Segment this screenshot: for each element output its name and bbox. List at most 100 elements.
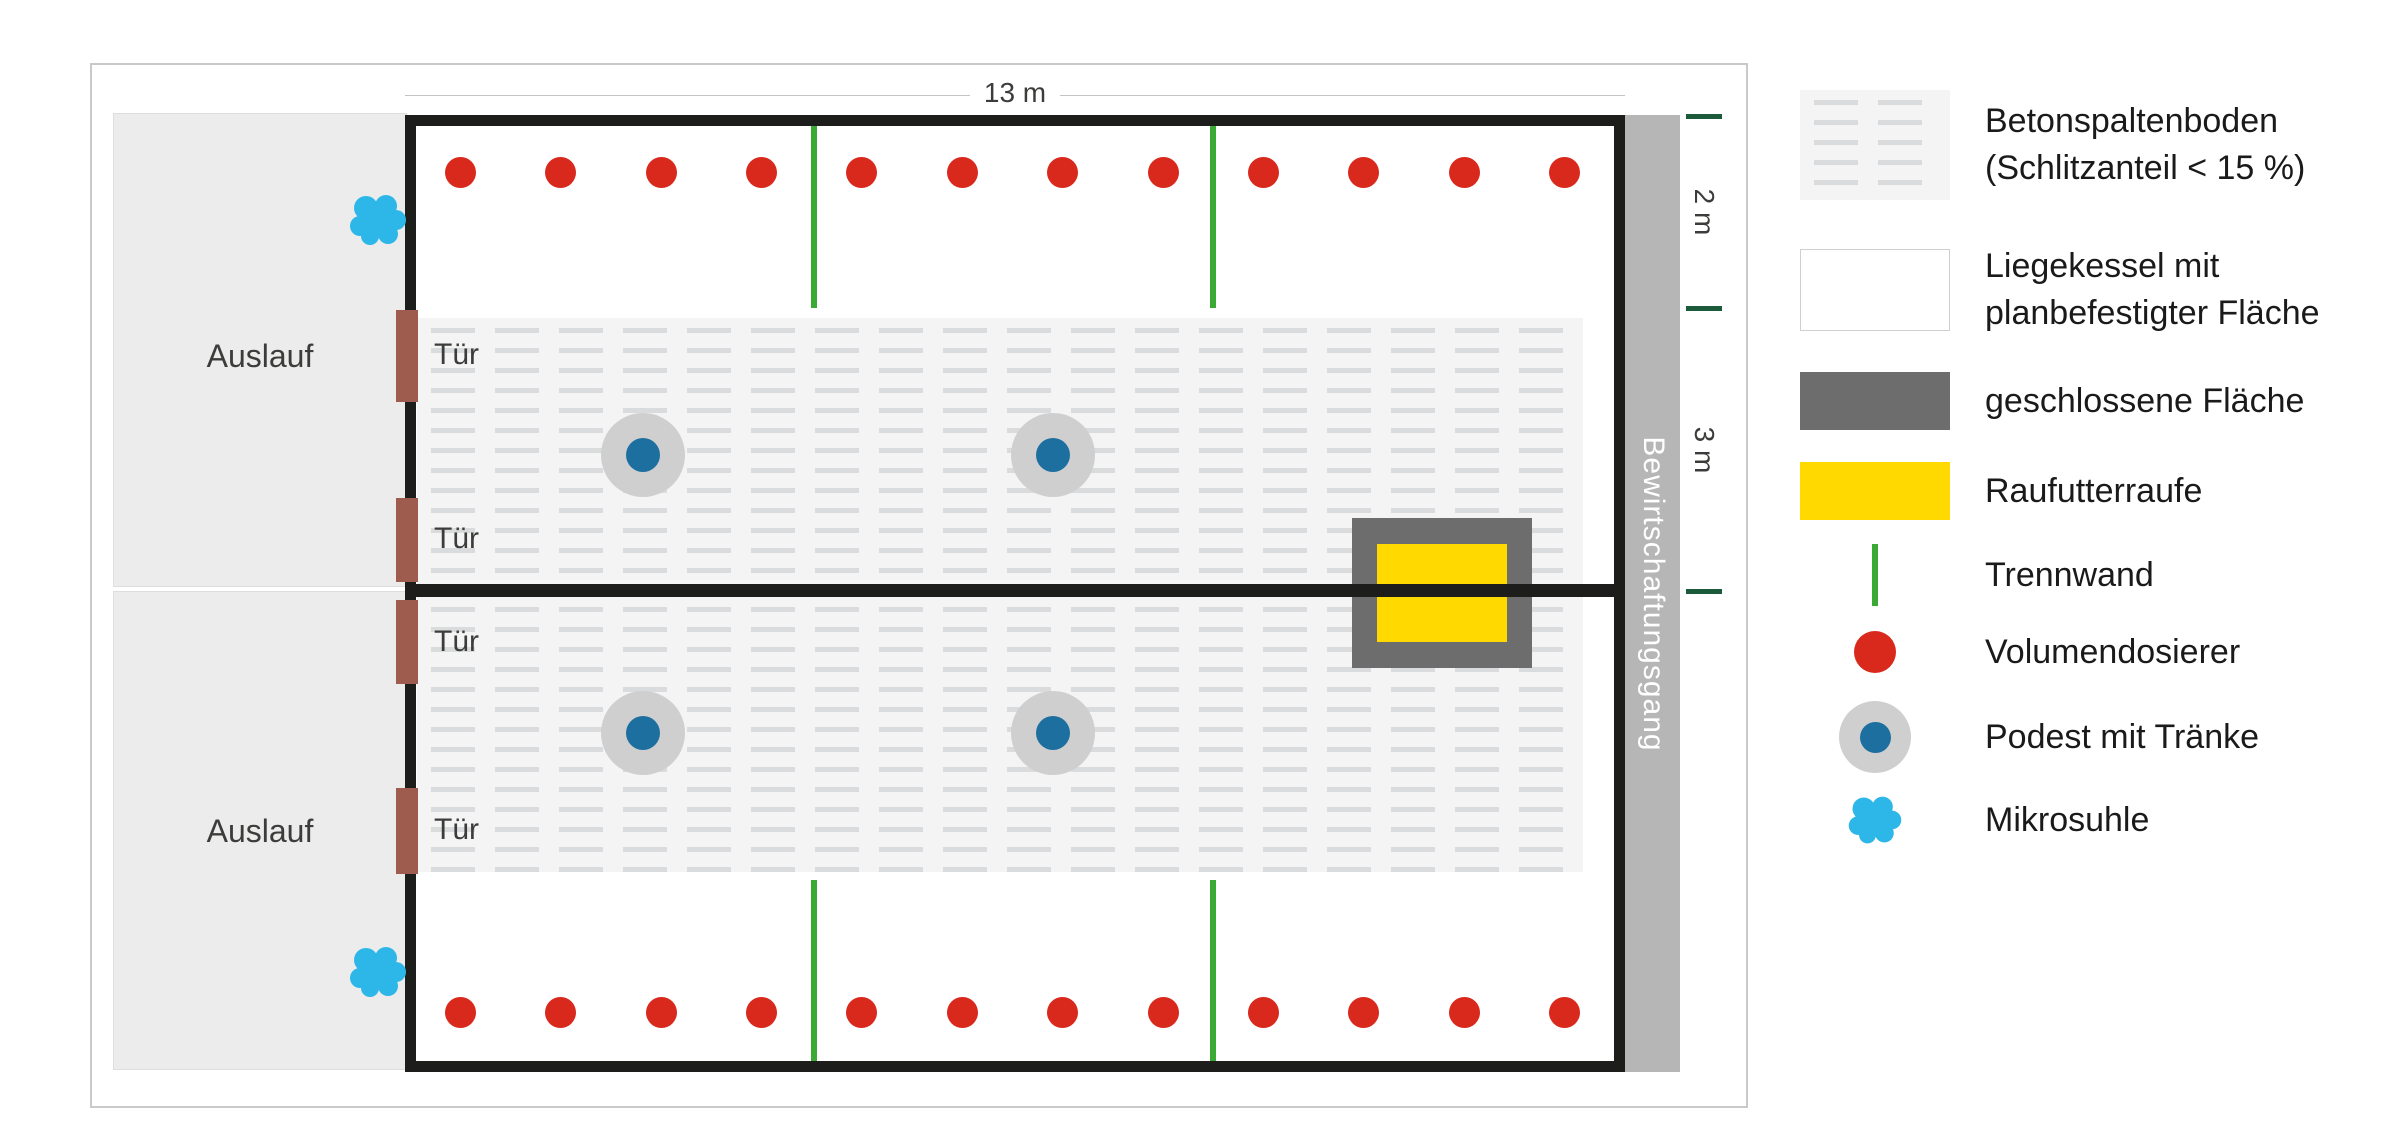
spaltenboden-slat [1263,747,1307,752]
spaltenboden-slat [559,408,603,413]
volumendosierer-marker [946,156,978,188]
spaltenboden-slat [431,807,475,812]
spaltenboden-slat [1199,727,1243,732]
spaltenboden-slat [1263,867,1307,872]
spaltenboden-slat [495,687,539,692]
spaltenboden-slat [751,647,795,652]
spaltenboden-slat [1071,687,1115,692]
spaltenboden-slat [1135,328,1179,333]
spaltenboden-slat [1519,348,1563,353]
spaltenboden-slat [1135,408,1179,413]
spaltenboden-slat [1814,140,1858,145]
spaltenboden-slat [431,508,475,513]
spaltenboden-slat [1135,568,1179,573]
trennwand-top-right [1210,125,1216,308]
spaltenboden-slat [687,707,731,712]
spaltenboden-slat [1391,847,1435,852]
legend-label-raufutterraufe: Raufutterraufe [1985,471,2203,510]
spaltenboden-slat [1327,548,1371,553]
spaltenboden-slat [1391,348,1435,353]
spaltenboden-slat [1199,368,1243,373]
spaltenboden-slat [751,827,795,832]
legend-label-mikrosuhle: Mikrosuhle [1985,800,2150,839]
spaltenboden-slat [1519,727,1563,732]
spaltenboden-slat [1391,488,1435,493]
spaltenboden-slat [1071,847,1115,852]
spaltenboden-slat [1199,867,1243,872]
spaltenboden-slat [1391,468,1435,473]
spaltenboden-slat [1391,807,1435,812]
spaltenboden-slat [1199,548,1243,553]
spaltenboden-slat [943,448,987,453]
spaltenboden-slat [431,388,475,393]
spaltenboden-slat [1199,747,1243,752]
legend-label-liegekessel-2: planbefestigter Fläche [1985,294,2320,332]
spaltenboden-slat [1519,787,1563,792]
spaltenboden-slat [1071,807,1115,812]
spaltenboden-slat [1071,627,1115,632]
spaltenboden-slat [687,607,731,612]
spaltenboden-slat [1327,867,1371,872]
volumendosierer-marker [645,156,677,188]
spaltenboden-slat [1135,827,1179,832]
spaltenboden-slat [751,747,795,752]
traenke-dot [626,438,660,472]
spaltenboden-slat [431,787,475,792]
spaltenboden-slat [815,687,859,692]
legend-label-betonspaltenboden-1: Betonspaltenboden [1985,102,2279,140]
spaltenboden-slat [1519,408,1563,413]
spaltenboden-slat [495,667,539,672]
spaltenboden-slat [623,647,667,652]
spaltenboden-slat [879,368,923,373]
spaltenboden-slat [1519,847,1563,852]
spaltenboden-slat [623,667,667,672]
spaltenboden-slat [1071,348,1115,353]
spaltenboden-slat [1327,807,1371,812]
spaltenboden-slat [943,388,987,393]
spaltenboden-slat [431,528,475,533]
spaltenboden-slat [431,727,475,732]
spaltenboden-slat [495,607,539,612]
spaltenboden-slat [751,408,795,413]
spaltenboden-slat [879,827,923,832]
spaltenboden-slat [1455,847,1499,852]
dimension-width-label: 13 m [969,77,1061,108]
spaltenboden-slat [1455,787,1499,792]
spaltenboden-slat [815,827,859,832]
spaltenboden-slat [559,528,603,533]
spaltenboden-slat [751,847,795,852]
spaltenboden-slat [815,747,859,752]
spaltenboden-slat [1327,508,1371,513]
spaltenboden-slat [687,568,731,573]
spaltenboden-slat [1391,667,1435,672]
spaltenboden-slat [879,388,923,393]
spaltenboden-slat [879,408,923,413]
volumendosierer-marker [445,996,476,1028]
spaltenboden-slat [1519,867,1563,872]
legend-label-betonspaltenboden-2: (Schlitzanteil < 15 %) [1985,149,2306,187]
spaltenboden-slat [1327,528,1371,533]
spaltenboden-slat [1519,667,1563,672]
spaltenboden-slat [751,667,795,672]
dimension-tick-middle [1686,306,1722,311]
spaltenboden-slat [1519,528,1563,533]
spaltenboden-slat [1007,528,1051,533]
spaltenboden-slat [1199,508,1243,513]
spaltenboden-slat [1519,687,1563,692]
spaltenboden-slat [1007,807,1051,812]
spaltenboden-slat [1455,727,1499,732]
spaltenboden-slat [1263,368,1307,373]
spaltenboden-slat [1007,508,1051,513]
spaltenboden-slat [1519,767,1563,772]
spaltenboden-slat [687,847,731,852]
trennwand-swatch [1872,544,1878,606]
spaltenboden-slat [1263,388,1307,393]
spaltenboden-slat [815,528,859,533]
volumendosierer-row-bottom [445,996,1580,1028]
spaltenboden-slat [1814,120,1858,125]
spaltenboden-slat [1007,328,1051,333]
spaltenboden-slat [1519,747,1563,752]
spaltenboden-slat [815,607,859,612]
spaltenboden-slat [1263,528,1307,533]
